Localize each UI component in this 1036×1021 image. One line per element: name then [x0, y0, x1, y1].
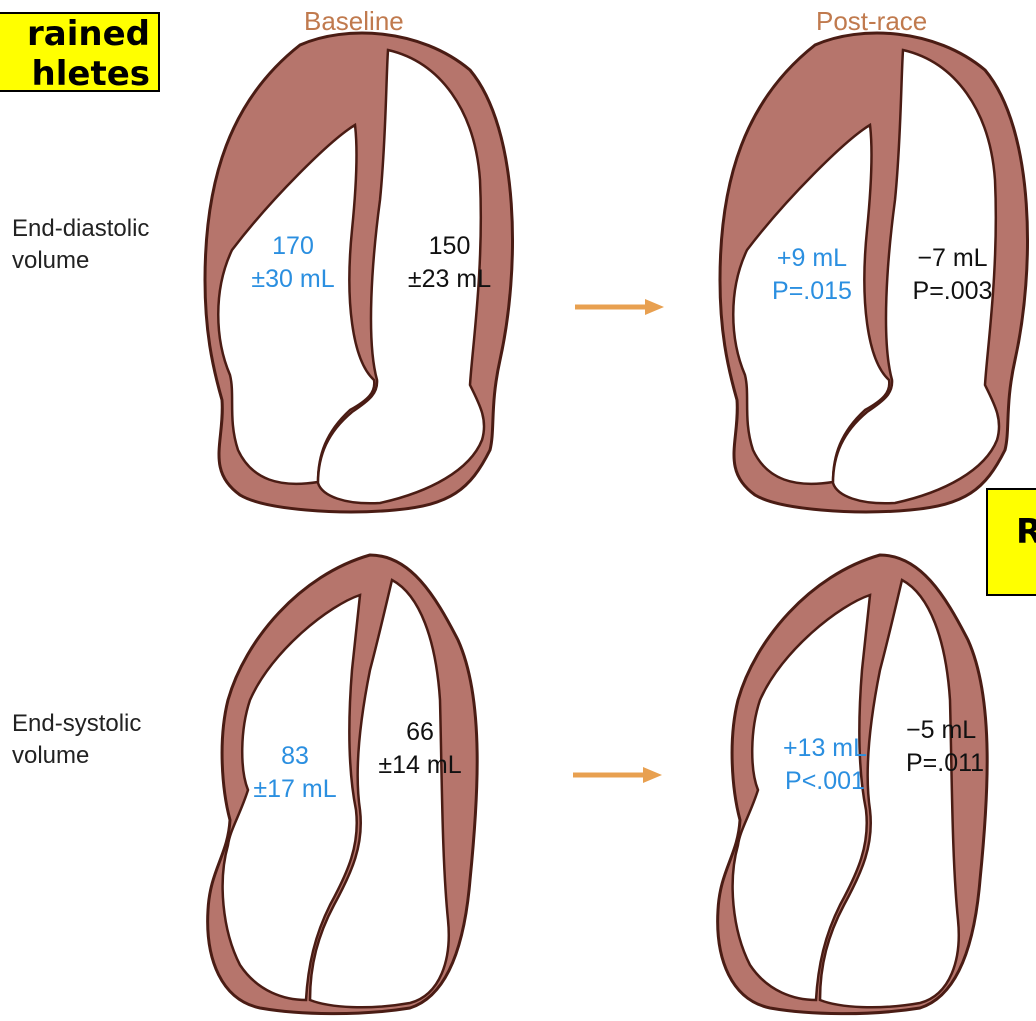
edv-baseline-rv-value: 170±30 mL	[238, 230, 348, 296]
edv-baseline-lv-value: 150±23 mL	[392, 230, 507, 296]
esv-baseline-lv-value: 66±14 mL	[370, 716, 470, 782]
callout-right-cropped: R	[986, 488, 1036, 596]
column-heading-baseline: Baseline	[304, 6, 404, 37]
right-arrow-icon	[573, 767, 662, 783]
esv-baseline-rv-value: 83±17 mL	[245, 740, 345, 806]
right-arrow-icon	[575, 299, 664, 315]
column-heading-post-race: Post-race	[816, 6, 927, 37]
